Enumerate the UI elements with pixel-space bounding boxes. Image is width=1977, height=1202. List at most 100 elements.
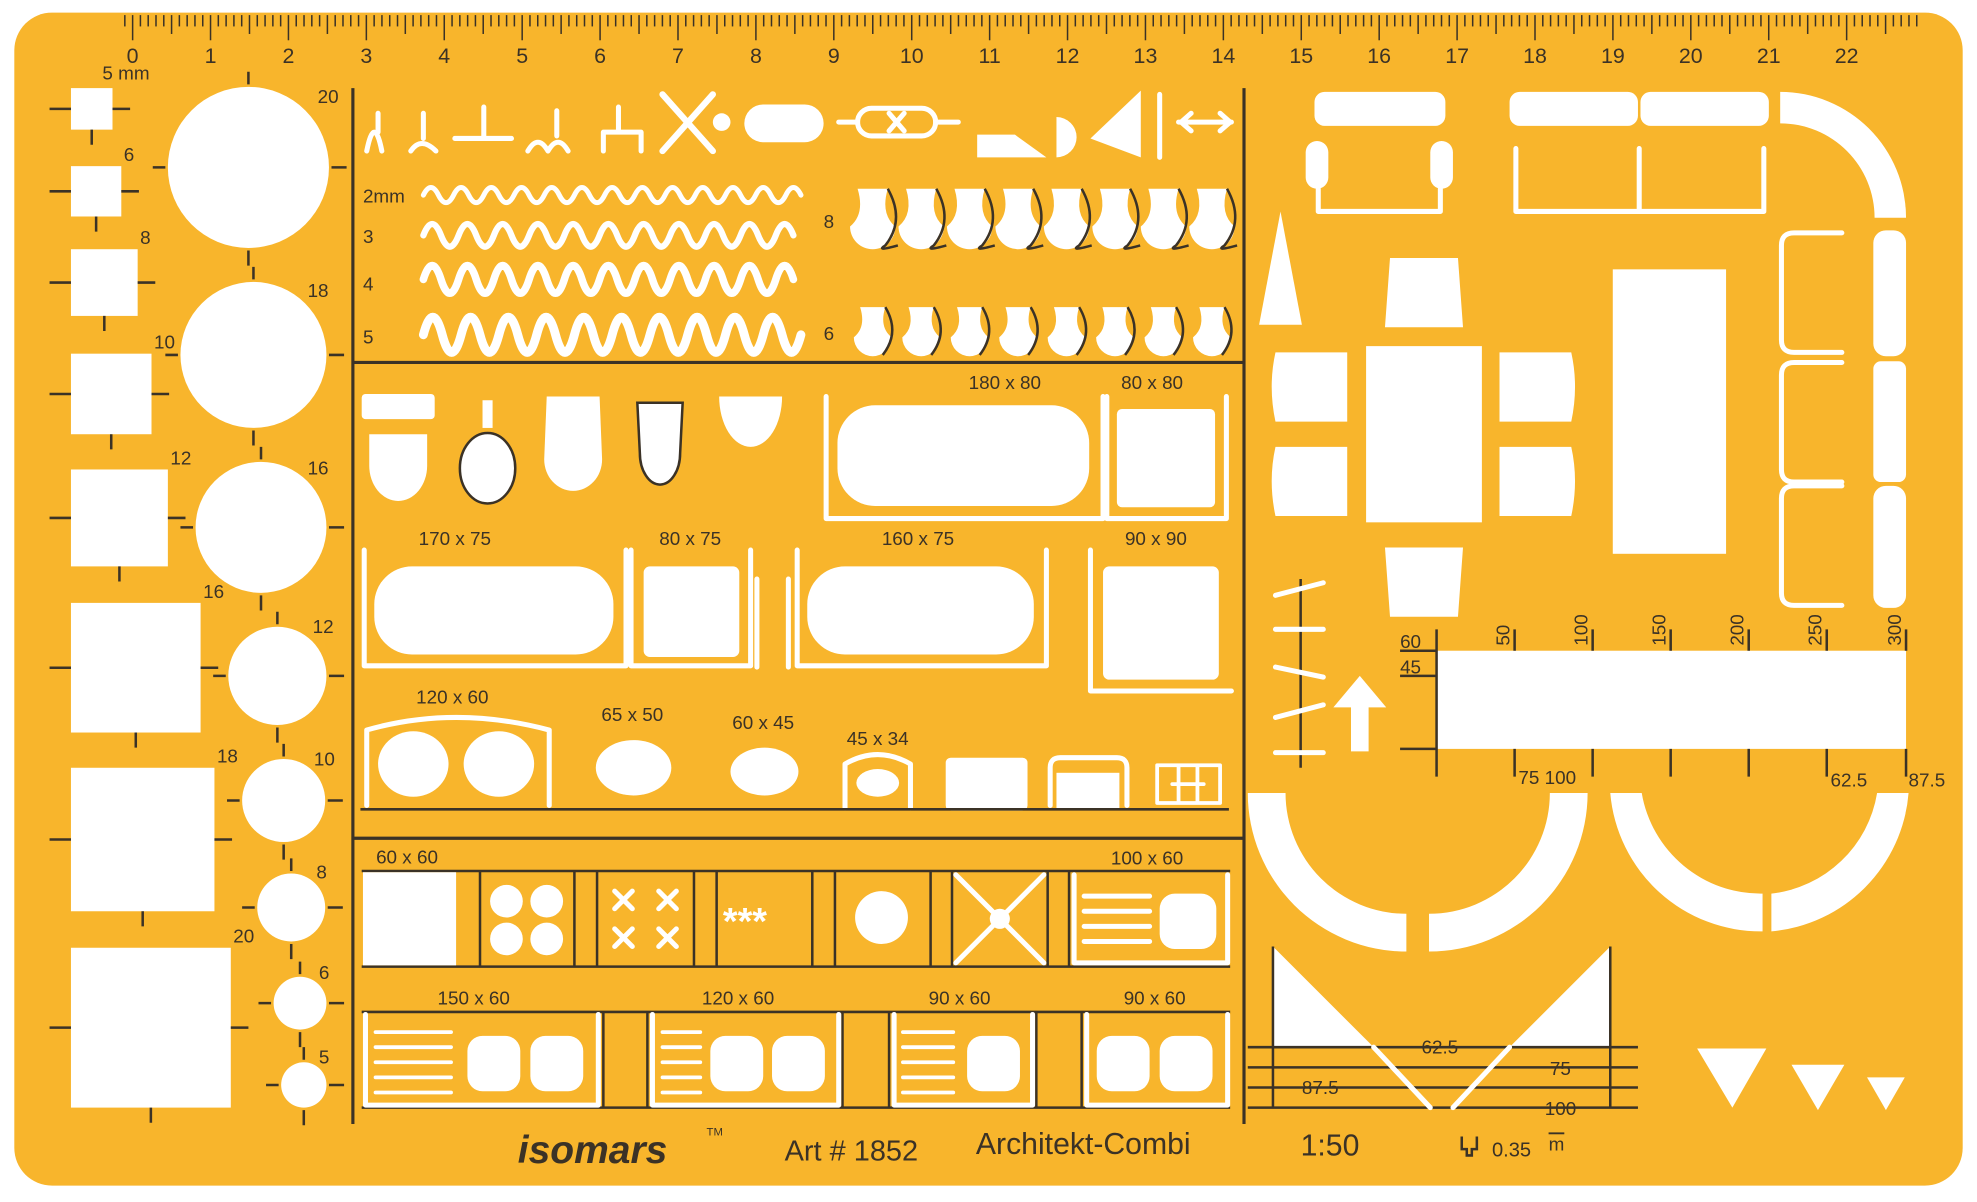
bulb-label-6: 6 bbox=[824, 323, 835, 344]
circle-label: 18 bbox=[308, 280, 329, 301]
pen-nib-icon bbox=[1460, 1136, 1479, 1157]
square-guide bbox=[49, 516, 186, 582]
wave-line bbox=[418, 312, 806, 357]
bed-top-label: 200 bbox=[1727, 614, 1748, 645]
square-cutout bbox=[70, 602, 201, 733]
product-name: Architekt-Combi bbox=[976, 1128, 1191, 1161]
bulb-large bbox=[946, 188, 993, 250]
circle-label: 20 bbox=[318, 86, 339, 107]
trademark: TM bbox=[707, 1126, 723, 1138]
kitchen-symbols: *** bbox=[361, 869, 1231, 1109]
square-label: 20 bbox=[233, 926, 254, 947]
stair-label: 87.5 bbox=[1302, 1077, 1339, 1098]
bulb-large bbox=[850, 188, 896, 250]
bed-bottom-label: 75 100 bbox=[1518, 767, 1576, 788]
bulb-loop bbox=[930, 306, 942, 356]
ruler-label: 13 bbox=[1134, 44, 1158, 68]
bulb-large bbox=[1043, 188, 1090, 250]
sanitary-label: 170 x 75 bbox=[419, 528, 491, 549]
ruler-label: 10 bbox=[900, 44, 924, 68]
bulb-small bbox=[1193, 307, 1231, 357]
ruler-label: 5 bbox=[516, 44, 528, 68]
kitchen-label: 90 x 60 bbox=[1124, 987, 1186, 1008]
burner-stars: *** bbox=[723, 900, 767, 942]
bulb-small bbox=[950, 307, 989, 357]
circle-guide bbox=[213, 611, 345, 743]
sanitary-label: 80 x 80 bbox=[1121, 372, 1183, 393]
kitchen-label: 90 x 60 bbox=[929, 987, 991, 1008]
ruler-ticks bbox=[124, 15, 1918, 41]
ruler-label: 4 bbox=[438, 44, 450, 68]
bulb-small bbox=[902, 307, 941, 357]
circle-label: 6 bbox=[319, 962, 329, 983]
sanitary-label: 45 x 34 bbox=[847, 728, 909, 749]
bed-side-label: 45 bbox=[1400, 656, 1421, 677]
ruler-label: 20 bbox=[1679, 44, 1703, 68]
square-guide bbox=[49, 1026, 249, 1123]
kitchen-label: 100 x 60 bbox=[1111, 848, 1183, 869]
circle-cutout bbox=[273, 976, 327, 1030]
circle-label: 10 bbox=[314, 748, 335, 769]
sanitary-label: 60 x 45 bbox=[732, 712, 794, 733]
square-cutout bbox=[70, 353, 152, 435]
square-label: 18 bbox=[217, 746, 238, 767]
wave-line bbox=[420, 221, 797, 250]
scale-label: 1:50 bbox=[1301, 1129, 1360, 1162]
circle-cutout bbox=[167, 86, 329, 248]
square-guide bbox=[49, 838, 233, 927]
square-guide bbox=[49, 107, 131, 145]
bed-top-label: 300 bbox=[1884, 614, 1905, 645]
circle-cutout bbox=[228, 626, 327, 725]
kitchen-label: 150 x 60 bbox=[438, 987, 510, 1008]
line-label-3: 3 bbox=[363, 226, 374, 247]
stair-label: 75 bbox=[1550, 1058, 1571, 1079]
line-label-4: 4 bbox=[363, 274, 374, 295]
bulb-loop bbox=[1027, 306, 1039, 356]
bulb-loop bbox=[1171, 188, 1189, 250]
sanitary-label: 80 x 75 bbox=[659, 528, 721, 549]
ruler-label: 6 bbox=[594, 44, 606, 68]
square-label: 10 bbox=[154, 332, 175, 353]
bulb-loop bbox=[1172, 306, 1185, 356]
ruler-label: 12 bbox=[1056, 44, 1080, 68]
circle-label: 8 bbox=[316, 862, 326, 883]
bulb-small bbox=[1047, 307, 1086, 357]
sanitary-label: 120 x 60 bbox=[416, 687, 488, 708]
ruler-label: 15 bbox=[1289, 44, 1313, 68]
circle-guide bbox=[165, 266, 345, 446]
bulb-loop bbox=[1220, 306, 1233, 356]
bulb-loop bbox=[1074, 188, 1093, 250]
ruler-label: 2 bbox=[282, 44, 294, 68]
symbol-row bbox=[364, 90, 1234, 160]
square-guide bbox=[49, 392, 170, 450]
square-cutout bbox=[70, 249, 138, 316]
stair-label: 100 bbox=[1545, 1098, 1576, 1119]
square-cutout bbox=[70, 469, 168, 567]
wave-line bbox=[419, 261, 798, 298]
square-guide bbox=[49, 666, 219, 748]
ruler-label: 11 bbox=[979, 44, 1001, 68]
bulb-large bbox=[1140, 188, 1187, 250]
bulb-small bbox=[1096, 307, 1134, 357]
ruler-label: 1 bbox=[205, 44, 217, 68]
bulb-loop bbox=[1220, 188, 1238, 250]
sanitary-label: 90 x 90 bbox=[1125, 528, 1187, 549]
circle-guide bbox=[258, 961, 345, 1048]
square-cutout bbox=[70, 88, 113, 130]
ruler-label: 9 bbox=[828, 44, 840, 68]
line-weight-waves bbox=[418, 185, 806, 357]
bulb-loop bbox=[1124, 306, 1136, 356]
circle-guide bbox=[180, 446, 345, 611]
pen-width: 0.35 bbox=[1492, 1140, 1531, 1162]
sanitary-label: 160 x 75 bbox=[882, 528, 954, 549]
ruler-label: 18 bbox=[1523, 44, 1547, 68]
circle-guide bbox=[227, 743, 343, 860]
circle-guide bbox=[152, 71, 347, 266]
square-label: 8 bbox=[140, 227, 151, 248]
bulb-loop bbox=[1075, 306, 1088, 356]
stair-label: 62.5 bbox=[1421, 1036, 1458, 1057]
circle-label: 12 bbox=[313, 616, 334, 637]
bed-top-label: 150 bbox=[1649, 614, 1670, 645]
